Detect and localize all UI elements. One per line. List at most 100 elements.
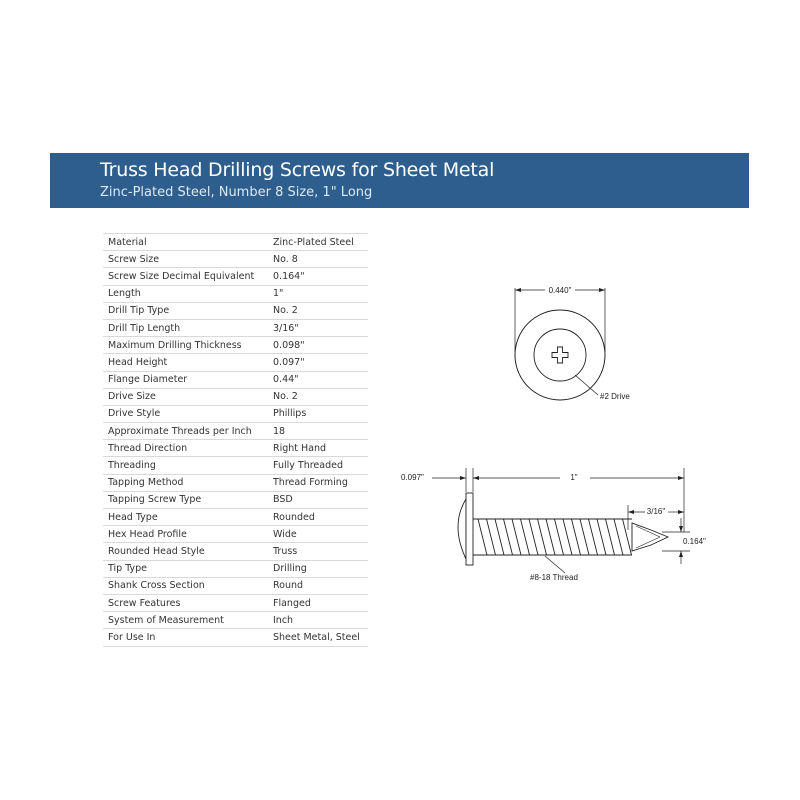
spec-label: Tapping Method — [103, 474, 268, 492]
spec-value: Rounded — [268, 508, 368, 527]
spec-value: Right Hand — [268, 439, 368, 458]
thread-label: #8-18 Thread — [530, 573, 578, 582]
spec-label: Drive Style — [103, 405, 268, 424]
thread-crest — [537, 518, 547, 556]
spec-label: Threading — [103, 456, 268, 475]
thread-crest — [486, 518, 496, 556]
spec-value: Sheet Metal, Steel — [268, 628, 368, 647]
shank-diameter-label: 0.164" — [683, 537, 706, 546]
arrowhead — [515, 288, 521, 292]
spec-label: Screw Features — [103, 594, 268, 613]
thread-crest — [579, 518, 590, 556]
thread-crest — [554, 518, 564, 556]
spec-value: No. 2 — [268, 302, 368, 320]
flange — [465, 492, 474, 566]
flange-outline — [514, 309, 606, 401]
spec-value: Thread Forming — [268, 474, 368, 492]
spec-value: Round — [268, 577, 368, 595]
spec-value: 0.097" — [268, 353, 368, 372]
spec-label: Head Height — [103, 353, 268, 372]
spec-value: Wide — [268, 525, 368, 544]
spec-value: No. 2 — [268, 388, 368, 406]
spec-label: Tapping Screw Type — [103, 491, 268, 510]
spec-label: Screw Size Decimal Equivalent — [103, 267, 268, 286]
spec-value: 18 — [268, 422, 368, 441]
spec-value: 1" — [268, 285, 368, 303]
thread-crest — [545, 518, 556, 556]
page-subtitle: Zinc-Plated Steel, Number 8 Size, 1" Lon… — [100, 185, 373, 200]
thread-crest — [477, 518, 488, 556]
arrowhead — [678, 510, 684, 514]
spec-value: Fully Threaded — [268, 456, 368, 475]
drive-label: #2 Drive — [600, 392, 630, 401]
spec-label: Shank Cross Section — [103, 577, 268, 595]
spec-label: Thread Direction — [103, 439, 268, 458]
drill-tip-flute — [635, 525, 661, 538]
phillips-cross-icon — [551, 346, 569, 364]
arrowhead — [628, 510, 634, 514]
diameter-dimension-label: 0.440" — [549, 286, 572, 295]
thread-leader-line — [544, 555, 566, 574]
thread-crest — [528, 518, 539, 556]
head-outline — [533, 328, 587, 382]
thread-helix — [477, 518, 632, 556]
spec-label: Length — [103, 285, 268, 303]
page-title: Truss Head Drilling Screws for Sheet Met… — [100, 159, 495, 181]
spec-value: BSD — [268, 491, 368, 510]
thread-crest — [494, 518, 505, 556]
title-banner: Truss Head Drilling Screws for Sheet Met… — [50, 153, 749, 208]
spec-value: Flanged — [268, 594, 368, 613]
spec-value: Phillips — [268, 405, 368, 424]
tip-length-label: 3/16" — [647, 507, 666, 516]
arrowhead — [460, 476, 466, 480]
spec-label: Screw Size — [103, 250, 268, 269]
arrowhead — [679, 526, 683, 532]
spec-label: Drill Tip Type — [103, 302, 268, 320]
thread-crest — [588, 518, 598, 556]
arrowhead — [599, 288, 605, 292]
spec-label: Head Type — [103, 508, 268, 527]
head-height-label: 0.097" — [401, 473, 424, 482]
spec-label: Material — [103, 232, 268, 252]
spec-label: Drill Tip Length — [103, 319, 268, 338]
arrowhead — [678, 476, 684, 480]
drive-leader-line — [574, 374, 599, 396]
truss-head — [457, 497, 467, 560]
spec-label: Hex Head Profile — [103, 525, 268, 544]
spec-label: System of Measurement — [103, 611, 268, 630]
thread-crest — [622, 518, 632, 556]
spec-value: 0.098" — [268, 336, 368, 355]
thread-crest — [511, 518, 522, 556]
side-view: 0.097" 1" 3/16" 0.164" #8-18 Thread — [401, 468, 706, 582]
spec-label: Rounded Head Style — [103, 542, 268, 561]
thread-crest — [571, 518, 581, 556]
thread-crest — [503, 518, 513, 556]
spec-label: Drive Size — [103, 388, 268, 406]
spec-label: Maximum Drilling Thickness — [103, 336, 268, 355]
spec-value: Truss — [268, 542, 368, 561]
spec-value: Inch — [268, 611, 368, 630]
drill-tip-flute — [635, 536, 661, 549]
arrowhead — [679, 551, 683, 557]
